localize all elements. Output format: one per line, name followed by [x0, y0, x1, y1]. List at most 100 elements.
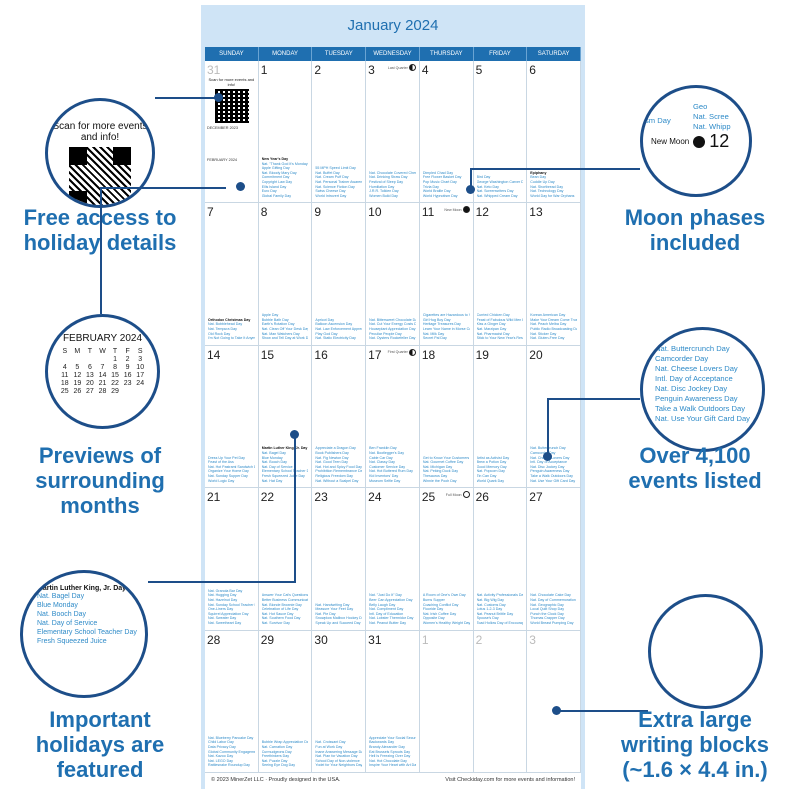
- event-item[interactable]: Take a Walk Outdoors Day: [530, 474, 573, 478]
- event-item[interactable]: Nat. Personal Trainer Awareness Day: [315, 180, 363, 185]
- event-item[interactable]: Nat. Sunday Supper Day: [208, 474, 248, 478]
- event-item[interactable]: Nat. Kazoo Day: [208, 754, 234, 759]
- event-item[interactable]: Appreciate Your Social Security Check Da…: [369, 735, 416, 740]
- event-item[interactable]: Play God Day: [315, 331, 338, 336]
- event-item[interactable]: Nat. Hot Chocolate Day: [369, 758, 407, 763]
- event-item[interactable]: Fresh Squeezed Juice Day: [261, 474, 305, 478]
- event-item[interactable]: Nat. "Thank God It's Monday!" Day: [261, 161, 309, 166]
- event-item[interactable]: Winnie the Pooh Day: [422, 478, 457, 483]
- event-item[interactable]: Ben Franklin Day: [369, 446, 397, 451]
- event-item[interactable]: Brandy Alexander Day: [369, 745, 405, 750]
- day-cell[interactable]: 2: [473, 630, 528, 773]
- event-item[interactable]: George Washington Carver Day: [476, 180, 524, 185]
- event-item[interactable]: Hell Is Freezing Over Day: [369, 754, 411, 759]
- event-item[interactable]: Elementary School Teacher Day: [261, 469, 309, 474]
- event-item[interactable]: Women Build Day: [369, 193, 398, 198]
- event-item[interactable]: Thesaurus Day: [422, 474, 448, 478]
- event-item[interactable]: Penguin Awareness Day: [530, 469, 570, 474]
- event-item[interactable]: Nat. Big Wig Day: [476, 598, 504, 603]
- event-item[interactable]: Nat. Science Fiction Day: [315, 184, 355, 189]
- event-item[interactable]: Get to Know Your Customers Day: [422, 455, 470, 460]
- event-item[interactable]: Nat. Granola Bar Day: [208, 588, 243, 593]
- event-item[interactable]: Houseplant Appreciation Day: [369, 327, 416, 332]
- event-item[interactable]: Nat. Gluten-Free Day: [530, 336, 565, 341]
- event-item[interactable]: Nat. Peach Melba Day: [530, 322, 567, 327]
- event-item[interactable]: Lotus 1-2-3 Day: [476, 607, 503, 612]
- day-cell[interactable]: 1: [419, 630, 474, 773]
- event-item[interactable]: Fun at Work Day: [315, 745, 343, 750]
- event-item[interactable]: Nat. Hot Pastrami Sandwich Day: [208, 464, 255, 469]
- event-item[interactable]: Nat. Bloody Mary Day: [261, 170, 297, 175]
- event-item[interactable]: School Day of Non-violence: [315, 758, 360, 763]
- event-item[interactable]: Tin Can Day: [476, 474, 497, 478]
- event-item[interactable]: Cigarettes are Hazardous to Your Health …: [422, 313, 470, 318]
- event-item[interactable]: Global Family Day: [261, 193, 292, 198]
- event-item[interactable]: One-Liners Day: [208, 607, 234, 612]
- event-item[interactable]: Nat. Gourmet Coffee Day: [422, 460, 464, 465]
- event-item[interactable]: Speak Up and Succeed Day: [315, 621, 361, 625]
- event-item[interactable]: Nat. Sunday School Teacher Day: [208, 602, 255, 607]
- event-item[interactable]: Answer Your Cat's Questions Day: [261, 593, 309, 598]
- event-item[interactable]: Old Rock Day: [208, 331, 231, 336]
- event-item[interactable]: Cuddle Up Day: [530, 180, 555, 185]
- event-item[interactable]: Nat. Bootlegger's Day: [369, 451, 404, 456]
- event-item[interactable]: Coaching Conflict Day: [422, 602, 459, 607]
- event-item[interactable]: Heritage Treasures Day: [422, 322, 461, 327]
- event-item[interactable]: Nat. Screenwriters Day: [476, 189, 514, 194]
- event-item[interactable]: Dress Up Your Pet Day: [208, 455, 245, 460]
- event-item[interactable]: Nat. Good Teen Day: [315, 460, 348, 465]
- event-item[interactable]: Nat. Carnation Day: [261, 745, 293, 750]
- event-item[interactable]: Curmudgeons Day: [261, 749, 292, 754]
- event-item[interactable]: Eat Brussels Sprouts Day: [369, 749, 411, 754]
- event-item[interactable]: Bubble Wrap Appreciation Day: [261, 740, 309, 745]
- event-item[interactable]: Nat. Marzipan Day: [476, 327, 507, 332]
- event-item[interactable]: Nat. Hot Sauce Day: [261, 611, 294, 616]
- event-item[interactable]: World Logic Day: [208, 478, 235, 483]
- event-item[interactable]: Nat. Peking Duck Day: [422, 469, 458, 474]
- event-item[interactable]: Nat. Drinking Straw Day: [369, 175, 408, 180]
- event-item[interactable]: Nat. Chocolate Cake Day: [530, 593, 571, 598]
- event-item[interactable]: Fluoride Day: [422, 607, 444, 612]
- event-item[interactable]: Nat. Sticker Day: [530, 331, 557, 336]
- event-item[interactable]: Nat. Oysters Rockefeller Day: [369, 336, 416, 341]
- event-item[interactable]: Nat. Peanut Butter Day: [369, 621, 407, 625]
- event-item[interactable]: A Room of One's Own Day: [422, 593, 466, 598]
- day-cell[interactable]: 3: [527, 630, 581, 773]
- event-item[interactable]: Nat. Bagel Day: [261, 451, 286, 456]
- event-item[interactable]: Trivia Day: [422, 184, 439, 189]
- event-item[interactable]: Show and Tell Day at Work Day: [261, 336, 309, 341]
- event-item[interactable]: Prohibition Remembrance Day: [315, 469, 363, 474]
- event-item[interactable]: Nat. Compliment Day: [369, 607, 404, 612]
- event-item[interactable]: Nat. Geographic Day: [530, 602, 564, 607]
- event-item[interactable]: Backwards Day: [369, 740, 395, 745]
- event-item[interactable]: World Quark Day: [476, 478, 505, 483]
- event-item[interactable]: Yodel for Your Neighbors Day: [315, 763, 363, 768]
- event-item[interactable]: Camcorder Day: [530, 451, 556, 456]
- event-item[interactable]: I'm Not Going to Take It Anymore Day: [208, 336, 255, 341]
- event-item[interactable]: Nat. Survivor Day: [261, 621, 290, 625]
- event-item[interactable]: Nat. Sweetheart Day: [208, 621, 242, 625]
- event-item[interactable]: Nat. Croissant Day: [315, 740, 346, 745]
- event-item[interactable]: Book Publishers Day: [315, 451, 349, 456]
- event-item[interactable]: Dimpled Chad Day: [422, 170, 454, 175]
- event-item[interactable]: Nat. Pie Day: [315, 611, 336, 616]
- event-item[interactable]: Secret Pal Day: [422, 336, 447, 341]
- event-item[interactable]: Freethinkers Day: [261, 754, 290, 759]
- event-item[interactable]: Customer Service Day: [369, 464, 406, 469]
- event-item[interactable]: World Braille Day: [422, 189, 451, 194]
